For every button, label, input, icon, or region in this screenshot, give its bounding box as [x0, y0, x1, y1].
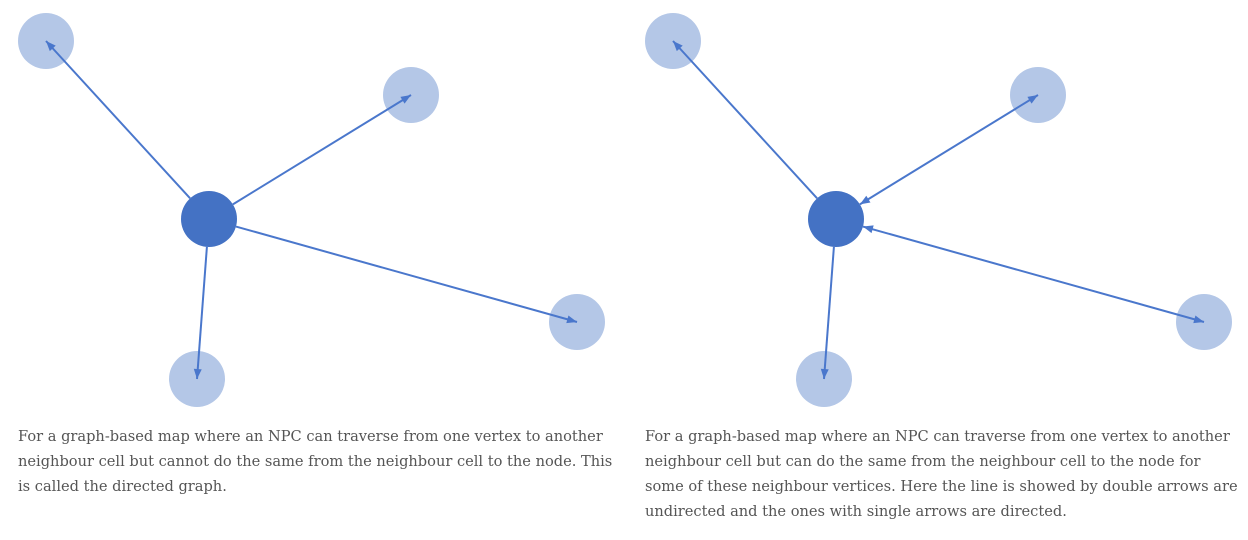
arrowhead-to-top-right	[1027, 95, 1038, 104]
arrowhead-to-top-left	[673, 41, 683, 52]
directed-graph-panel: For a graph-based map where an NPC can t…	[18, 13, 613, 495]
arrowhead-to-center-from-right	[862, 225, 874, 234]
edge-top-right	[859, 94, 1039, 206]
arrowhead-to-center-from-top-right	[859, 195, 871, 205]
edge-right	[862, 225, 1205, 323]
arrowhead-to-right	[566, 315, 577, 324]
edge-bottom	[196, 246, 208, 380]
center-node	[181, 191, 237, 247]
mixed-graph-diagram	[645, 13, 1232, 407]
edge-top-left	[45, 40, 191, 200]
edge-right	[235, 225, 578, 323]
arrowhead-to-bottom	[193, 368, 202, 379]
arrowhead-to-top-left	[46, 41, 56, 52]
mixed-graph-panel: For a graph-based map where an NPC can t…	[627, 0, 1248, 540]
arrowhead-to-right	[1193, 315, 1204, 324]
edge-top-left	[672, 40, 818, 200]
arrowhead-to-top-right	[400, 95, 411, 104]
directed-graph-caption: For a graph-based map where an NPC can t…	[18, 428, 613, 495]
edge-bottom	[823, 246, 835, 380]
center-node	[808, 191, 864, 247]
directed-graph-diagram	[18, 13, 605, 407]
arrowhead-to-bottom	[820, 368, 829, 379]
edge-top-right	[232, 94, 412, 206]
mixed-graph-caption: For a graph-based map where an NPC can t…	[645, 428, 1238, 520]
